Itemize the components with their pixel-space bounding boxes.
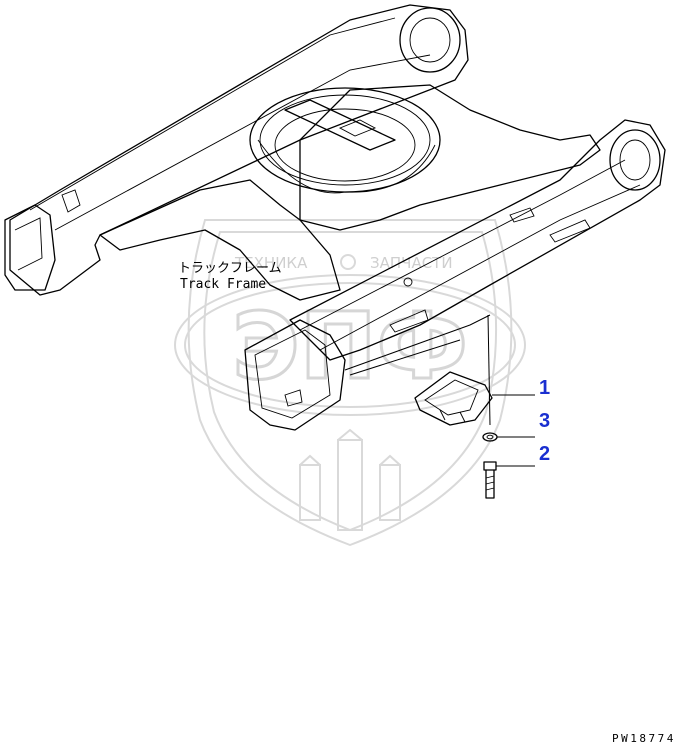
watermark-left-text: ТЕХНИКА [234,254,308,272]
track-frame-drawing [4,4,666,431]
callout-3: 3 [539,410,550,432]
bolt-part [483,461,497,499]
drawing-code: PW18774 [612,732,676,745]
callout-2: 2 [539,443,550,465]
callout-1: 1 [539,377,550,399]
track-frame-label-jp: トラックフレーム [178,261,282,276]
track-frame-label-en: Track Frame [180,277,266,292]
watermark-logo-letters: ЭПФ [232,293,468,400]
watermark-logo: ТЕХНИКА ЗАПЧАСТИ ЭПФ [174,219,526,547]
guard-part [414,371,493,426]
